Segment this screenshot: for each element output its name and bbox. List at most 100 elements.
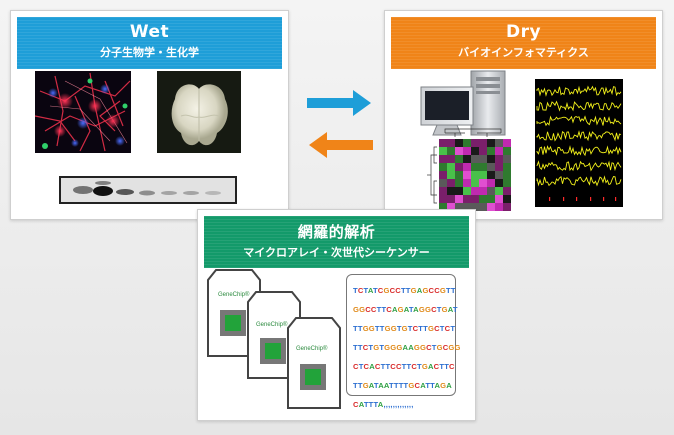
heatmap-cell [455, 163, 463, 171]
heatmap-cell [479, 155, 487, 163]
genechip-label: GeneChip® [256, 321, 288, 328]
fluorescent-neuron-image [35, 71, 131, 153]
signal-trace [536, 85, 622, 97]
heatmap-cell [463, 179, 471, 187]
heatmap-cell [455, 139, 463, 147]
heatmap-cell [455, 171, 463, 179]
heatmap-cell [447, 195, 455, 203]
heatmap-cell [495, 139, 503, 147]
wet-panel: Wet 分子生物学・生化学 [10, 10, 289, 220]
heatmap-cell [463, 147, 471, 155]
heatmap-cell [463, 187, 471, 195]
heatmap-cell [479, 163, 487, 171]
arrow-right-icon [307, 90, 371, 116]
heatmap-cell [487, 179, 495, 187]
heatmap-cell [495, 195, 503, 203]
heatmap-cell [495, 147, 503, 155]
heatmap-cell [503, 195, 511, 203]
heatmap-cell [455, 179, 463, 187]
heatmap-cell [447, 203, 455, 211]
heatmap-cell [487, 171, 495, 179]
dna-sequence-box: TCTATCGCCTTGAGCCGTT GGCCTTCAGATAGGCTGAT TT… [346, 274, 461, 409]
heatmap-cell [487, 155, 495, 163]
heatmap-cell [503, 203, 511, 211]
heatmap-cell [479, 139, 487, 147]
sequence-line: TCTATCGCCTTGAGCCGTT [353, 286, 456, 295]
heatmap-cell [503, 155, 511, 163]
heatmap-cell [439, 139, 447, 147]
heatmap-cell [455, 155, 463, 163]
dry-panel: Dry バイオインフォマティクス [384, 10, 663, 220]
heatmap-cell [447, 179, 455, 187]
signal-trace [536, 100, 622, 112]
heatmap-cell [463, 195, 471, 203]
heatmap-cell [455, 147, 463, 155]
heatmap-cell [455, 195, 463, 203]
signal-trace [536, 145, 622, 157]
heatmap-cell [487, 187, 495, 195]
heatmap-cell [463, 139, 471, 147]
heatmap-cell [447, 139, 455, 147]
heatmap-cell [471, 147, 479, 155]
heatmap-cell [447, 155, 455, 163]
dry-subtitle: バイオインフォマティクス [458, 46, 589, 59]
heatmap-cell [487, 163, 495, 171]
heatmap-cell [495, 155, 503, 163]
heatmap-cell [439, 147, 447, 155]
heatmap-cell [479, 195, 487, 203]
heatmap-cell [471, 187, 479, 195]
omics-title: 網羅的解析 [297, 223, 376, 241]
brain-tissue-image [157, 71, 241, 153]
heatmap-cell [471, 139, 479, 147]
heatmap-cell [439, 163, 447, 171]
heatmap-cell [495, 163, 503, 171]
heatmap-cell [487, 147, 495, 155]
heatmap-dendrogram-image [427, 128, 511, 211]
dry-title: Dry [505, 22, 542, 42]
heatmap-cell [463, 203, 471, 211]
heatmap-cell [455, 187, 463, 195]
signal-trace [536, 115, 622, 127]
heatmap-cell [503, 163, 511, 171]
western-blot-image [59, 176, 237, 204]
sequence-line: GGCCTTCAGATAGGCTGAT [353, 305, 458, 314]
heatmap-cell [503, 147, 511, 155]
heatmap-cell [439, 155, 447, 163]
wet-subtitle: 分子生物学・生化学 [100, 46, 199, 59]
heatmap-cell [471, 171, 479, 179]
genechip-label: GeneChip® [218, 291, 250, 298]
heatmap-cell [447, 187, 455, 195]
heatmap-cell [503, 179, 511, 187]
heatmap-cell [463, 163, 471, 171]
heatmap-cell [447, 163, 455, 171]
heatmap-cell [479, 147, 487, 155]
sequence-line: TTCTGTGGGAAGGCTGCGG [353, 343, 461, 352]
heatmap-cell [471, 195, 479, 203]
omics-subtitle: マイクロアレイ・次世代シーケンサー [243, 246, 430, 259]
heatmap-cell [471, 203, 479, 211]
heatmap-cell [503, 139, 511, 147]
heatmap-cell [471, 155, 479, 163]
sequence-line: TTGGTTGGTGTCTTGCTCT [353, 324, 456, 333]
heatmap-cell [479, 171, 487, 179]
heatmap-cell [439, 171, 447, 179]
heatmap-cell [471, 179, 479, 187]
heatmap-cell [439, 187, 447, 195]
heatmap-cell [463, 171, 471, 179]
sequence-line: TTGATAATTTTGCATTAGA [353, 381, 452, 390]
heatmap-cell [447, 171, 455, 179]
heatmap-cell [495, 187, 503, 195]
signal-trace [536, 175, 622, 187]
omics-panel: 網羅的解析 マイクロアレイ・次世代シーケンサー GeneChip® GeneCh… [197, 209, 476, 421]
sequence-line: CATTTA,,,,,,,,,,,,, [353, 400, 414, 409]
heatmap-cell [495, 203, 503, 211]
heatmap-cell [439, 203, 447, 211]
wet-banner: Wet 分子生物学・生化学 [17, 17, 282, 69]
dry-banner: Dry バイオインフォマティクス [391, 17, 656, 69]
signal-traces-image [535, 79, 623, 213]
heatmap-cell [471, 163, 479, 171]
signal-trace [536, 160, 622, 172]
heatmap-cell [447, 147, 455, 155]
heatmap-cell [479, 179, 487, 187]
omics-banner: 網羅的解析 マイクロアレイ・次世代シーケンサー [204, 216, 469, 268]
